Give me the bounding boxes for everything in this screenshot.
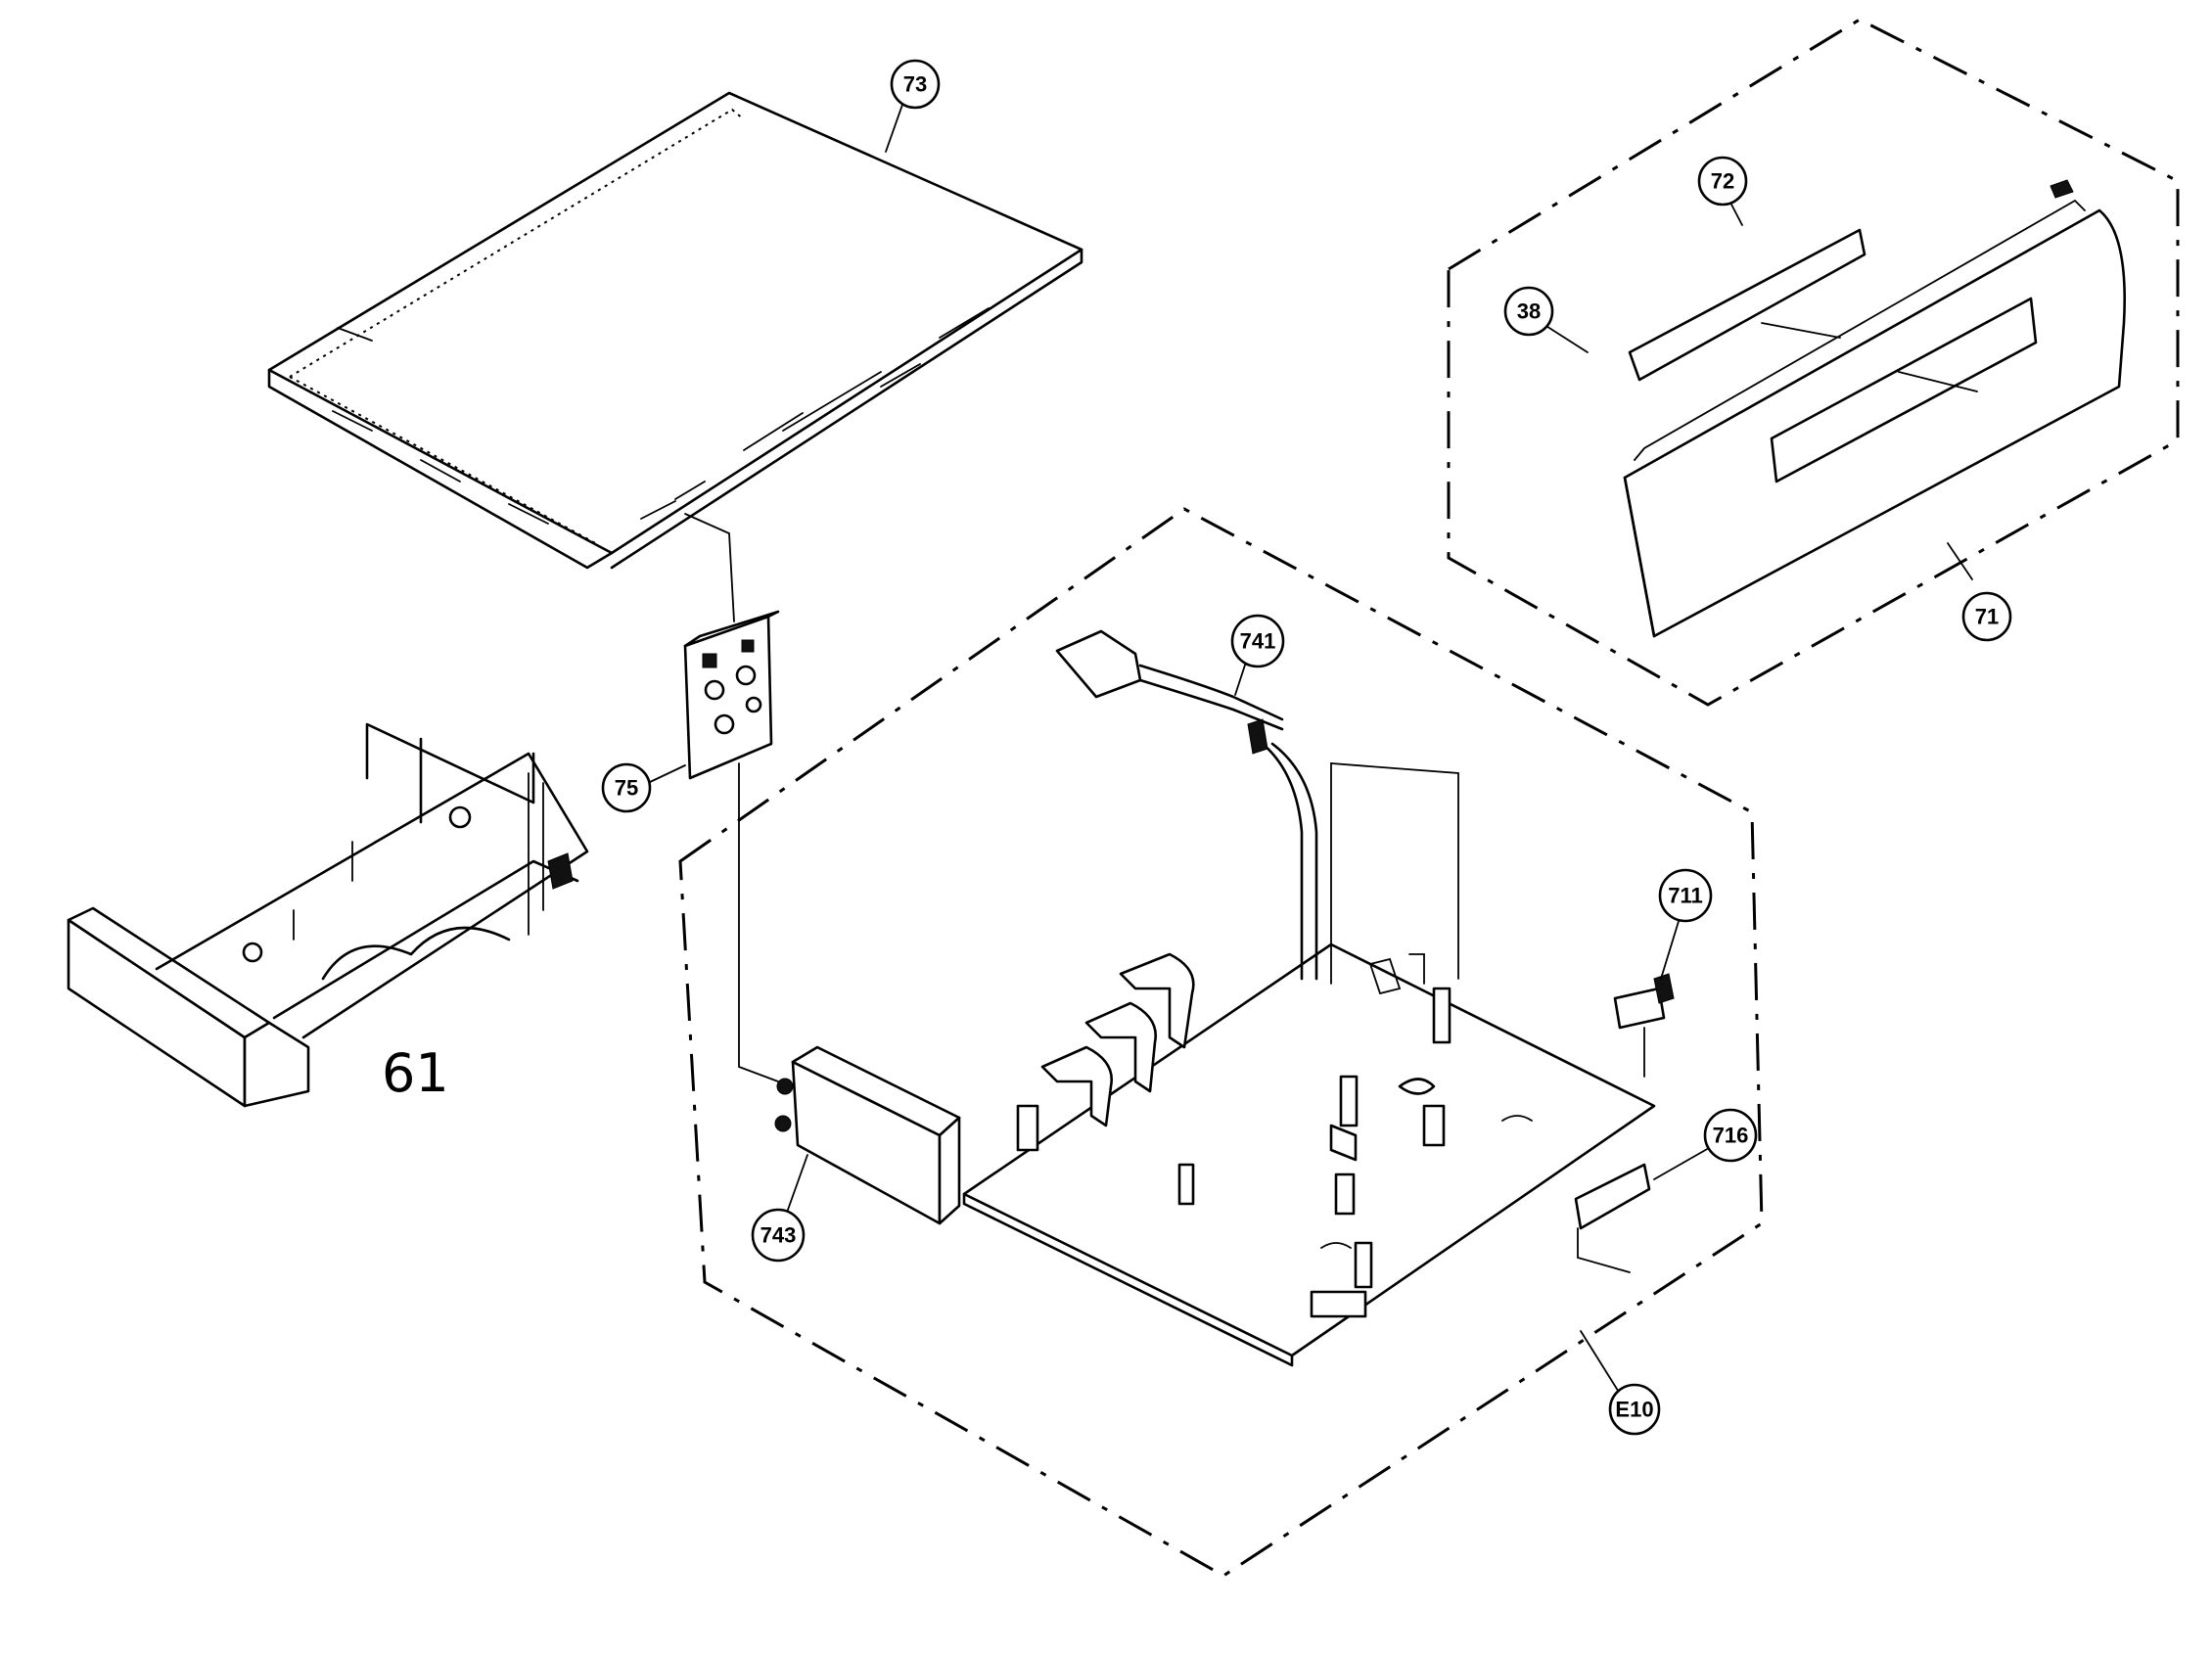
svg-text:73: 73 [903,72,927,97]
callout-716: 716 [1703,1108,1758,1163]
callout-38: 38 [1503,286,1554,337]
callout-73: 73 [890,59,941,110]
front-panel-group [1447,18,2180,707]
callout-71: 71 [1961,591,2012,642]
svg-text:E10: E10 [1615,1398,1653,1422]
svg-text:716: 716 [1713,1124,1749,1148]
callout-75: 75 [601,762,652,813]
svg-text:743: 743 [760,1223,797,1248]
svg-text:711: 711 [1668,884,1703,908]
callout-72: 72 [1697,156,1748,207]
bracket-part [683,513,780,1082]
callout-741: 741 [1230,614,1285,668]
top-cover-part [267,91,1083,570]
svg-text:75: 75 [615,776,638,801]
callout-E10: E10 [1608,1383,1661,1436]
svg-text:741: 741 [1240,629,1276,654]
tray-part [67,722,589,1108]
svg-text:38: 38 [1517,299,1541,324]
main-board-group [678,507,1764,1578]
svg-text:71: 71 [1975,605,1999,629]
handwritten-part-label: 61 [382,1042,449,1104]
svg-text:72: 72 [1711,169,1734,194]
callout-743: 743 [751,1208,806,1263]
callout-711: 711 [1658,868,1713,923]
